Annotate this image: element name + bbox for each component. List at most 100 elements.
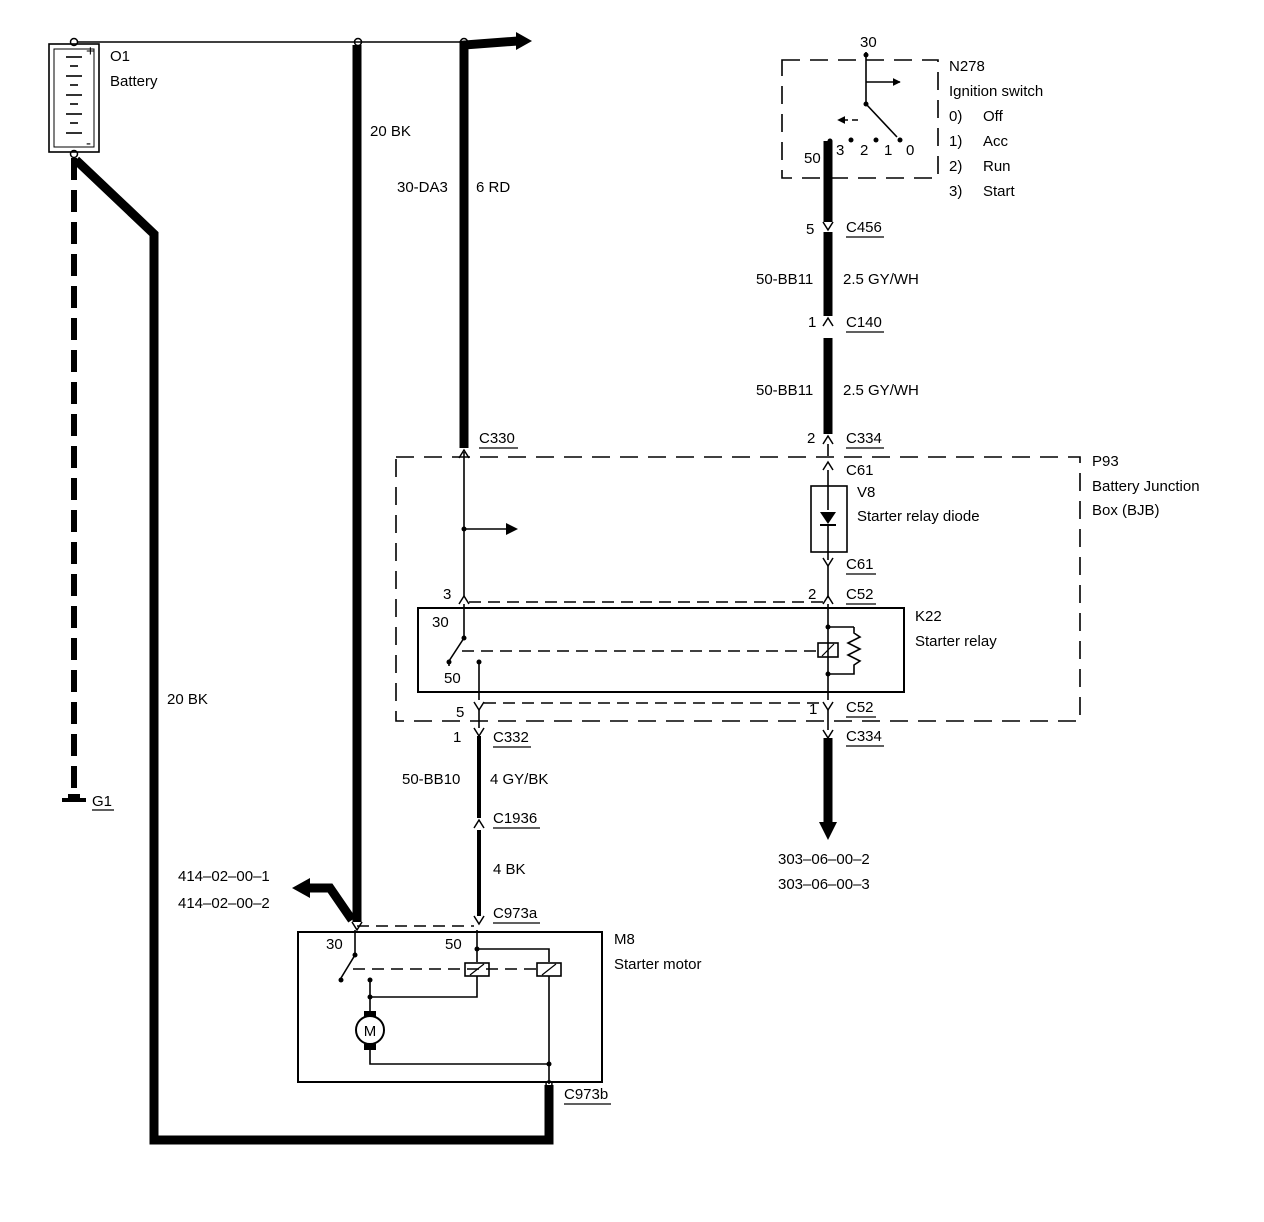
ignition-switch-n278: 30 50 3 2 1 0 N278 Ignition switch 0) Of… (781, 34, 1043, 200)
ignition-switch-box (781, 59, 939, 179)
relay-coil (817, 642, 839, 658)
battery-o1: + - O1 Battery (48, 37, 158, 159)
ground-code: G1 (92, 793, 112, 810)
ref-303-06-00-2: 303–06–00–2 (778, 851, 870, 868)
c456-id: C456 (846, 219, 882, 236)
c52-bottom-id: C52 (846, 699, 874, 716)
c61-bottom-id: C61 (846, 556, 874, 573)
c1936-id: C1936 (493, 810, 537, 827)
c456-pin: 5 (806, 221, 814, 238)
starter-name: Starter motor (614, 956, 702, 973)
c334-top-id: C334 (846, 430, 882, 447)
position-2-label: Run (983, 158, 1011, 175)
ignition-switch-name: Ignition switch (949, 83, 1043, 100)
ref-303-06-00-3: 303–06–00–3 (778, 876, 870, 893)
relay-contact-blade (448, 637, 465, 662)
feed-continuation-arrow (516, 32, 532, 50)
c973b-id: C973b (564, 1086, 608, 1103)
wire-20bk-negative (72, 156, 554, 1145)
position-0-label: Off (983, 108, 1004, 125)
starter-motor-m8: M8 Starter motor 30 50 M C973b (297, 921, 702, 1105)
position-3-label: Start (983, 183, 1016, 200)
wire-label-gy-wh-2: 2.5 GY/WH (843, 382, 919, 399)
wire-label-50-bb11-2: 50-BB11 (756, 382, 813, 399)
c140-pin: 1 (808, 314, 816, 331)
c332-id: C332 (493, 729, 529, 746)
charging-system-arrow (292, 878, 310, 898)
ignition-contact-0: 0 (906, 142, 914, 159)
ignition-terminal-30: 30 (860, 34, 877, 51)
relay-pin-3: 3 (443, 586, 451, 603)
battery-code: O1 (110, 48, 130, 65)
relay-pin-5: 5 (456, 704, 464, 721)
starter-relay-k22: K22 Starter relay 30 50 (417, 604, 997, 700)
wire-label-gy-wh-1: 2.5 GY/WH (843, 271, 919, 288)
position-1-num: 1) (949, 133, 962, 150)
starter-box (297, 931, 603, 1083)
battery-junction-box-p93: P93 Battery Junction Box (BJB) C330 C61 … (395, 430, 1200, 722)
wire-label-50-bb11-1: 50-BB11 (756, 271, 813, 288)
c330-id: C330 (479, 430, 515, 447)
battery-name: Battery (110, 73, 158, 90)
battery-pos-terminal (69, 37, 79, 47)
ignition-switch-blade (865, 103, 898, 138)
battery-minus-sign: - (86, 135, 91, 152)
wire-6rd-feed (459, 36, 519, 448)
ground-g1-symbol (62, 798, 86, 802)
bjb-name-2: Box (BJB) (1092, 502, 1160, 519)
c334-bottom-id: C334 (846, 728, 882, 745)
wire-label-4gy-bk: 4 GY/BK (490, 771, 548, 788)
wire-label-20bk-negative: 20 BK (167, 691, 208, 708)
ignition-contact-1: 1 (884, 142, 892, 159)
position-1-label: Acc (983, 133, 1009, 150)
starter-terminal-30: 30 (326, 936, 343, 953)
relay-name: Starter relay (915, 633, 997, 650)
starter-code: M8 (614, 931, 635, 948)
wire-label-50-bb10: 50-BB10 (402, 771, 460, 788)
ignition-contact-2: 2 (860, 142, 868, 159)
c140-id: C140 (846, 314, 882, 331)
starting-system-arrow (819, 822, 837, 840)
c332-pin: 1 (453, 729, 461, 746)
c334-top-pin: 2 (807, 430, 815, 447)
motor-letter: M (364, 1023, 377, 1040)
relay-box (417, 607, 905, 693)
battery-body (48, 43, 100, 153)
ref-414-02-00-1: 414–02–00–1 (178, 868, 270, 885)
bjb-code: P93 (1092, 453, 1119, 470)
relay-terminal-50: 50 (444, 670, 461, 687)
battery-inner (53, 48, 95, 148)
c52-bottom-pin: 1 (809, 701, 817, 718)
position-3-num: 3) (949, 183, 962, 200)
starter-terminal-50: 50 (445, 936, 462, 953)
c61-top-id: C61 (846, 462, 874, 479)
c973a-id: C973a (493, 905, 538, 922)
battery-neg-terminal (69, 149, 79, 159)
wire-label-30-da3: 30-DA3 (397, 179, 448, 196)
battery-plus-sign: + (86, 43, 95, 60)
position-2-num: 2) (949, 158, 962, 175)
battery-cell-symbol (66, 56, 82, 134)
diode-symbol (820, 512, 836, 524)
wire-to-charging-system (310, 883, 356, 923)
bjb-tap-arrow (506, 523, 518, 535)
wire-label-20bk-positive: 20 BK (370, 123, 411, 140)
ignition-terminal-50: 50 (804, 150, 821, 167)
wire-label-4bk: 4 BK (493, 861, 526, 878)
relay-resistor (828, 627, 862, 675)
position-0-num: 0) (949, 108, 962, 125)
bjb-outline (395, 456, 1081, 722)
starter-solenoid-contact (340, 954, 356, 979)
wire-label-6rd: 6 RD (476, 179, 510, 196)
c52-top-id: C52 (846, 586, 874, 603)
ignition-switch-code: N278 (949, 58, 985, 75)
ignition-contact-3: 3 (836, 142, 844, 159)
bjb-name-1: Battery Junction (1092, 478, 1200, 495)
c52-top-pin: 2 (808, 586, 816, 603)
diode-code: V8 (857, 484, 875, 501)
relay-terminal-30: 30 (432, 614, 449, 631)
diode-name: Starter relay diode (857, 508, 980, 525)
ref-414-02-00-2: 414–02–00–2 (178, 895, 270, 912)
relay-code: K22 (915, 608, 942, 625)
